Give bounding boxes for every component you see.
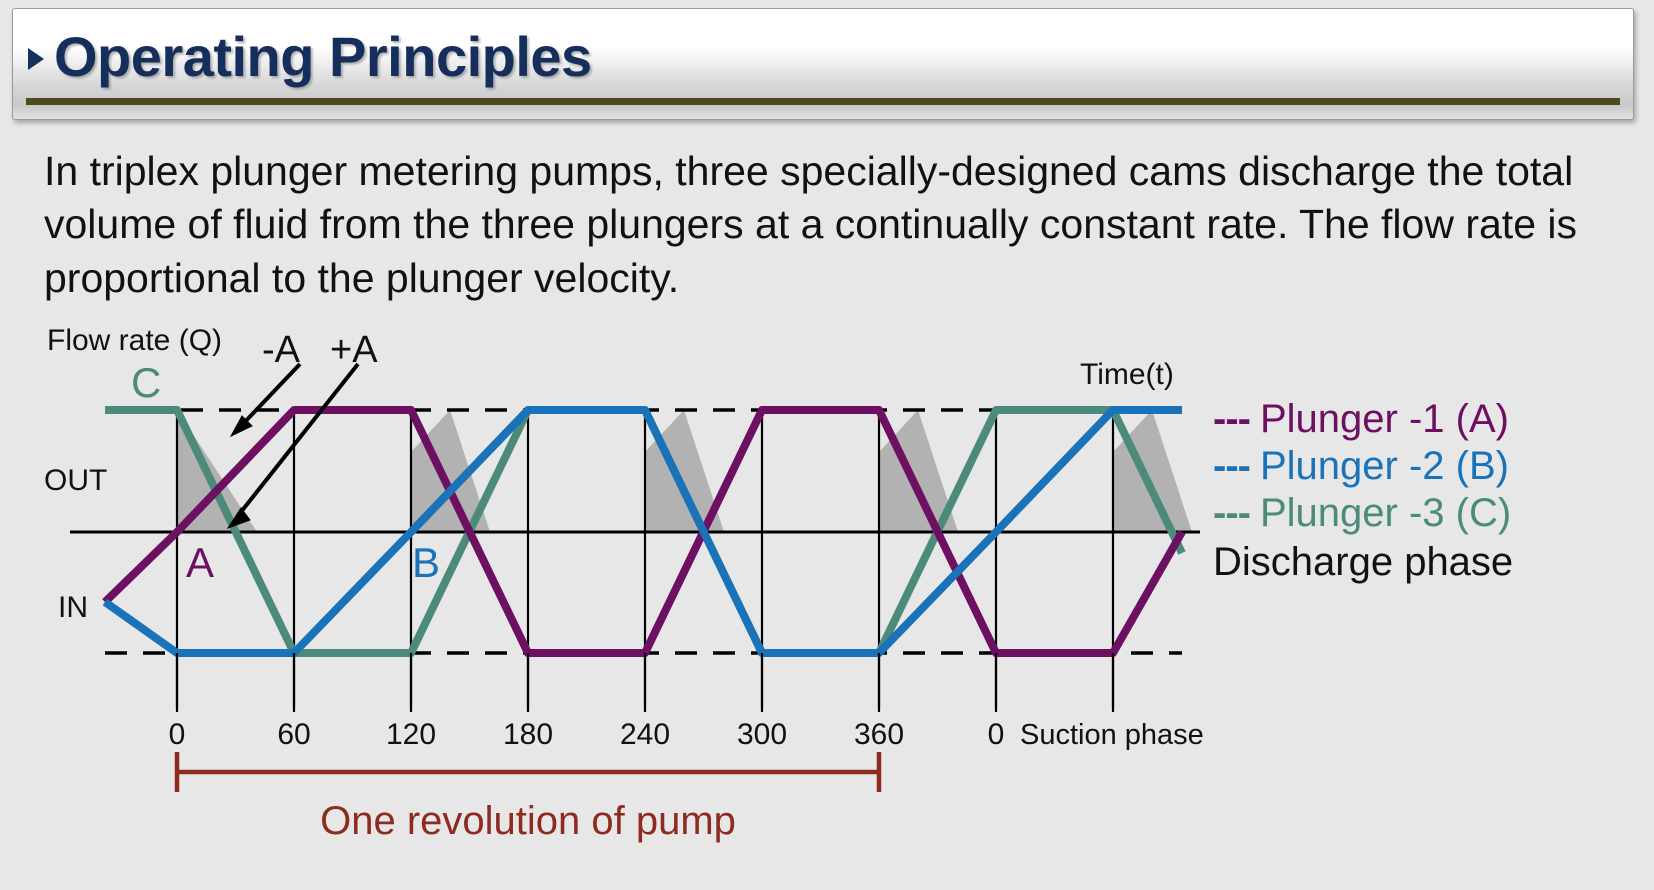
series-line-plunger-2 [102,406,1182,657]
dashed-line-icon: --- [1213,397,1251,441]
dashed-line-icon: --- [1213,491,1251,536]
legend-label: Plunger -1 (A) [1259,397,1509,441]
x-tick-label: 60 [277,718,310,751]
chart-svg: Flow rate (Q) Time(t) OUT IN -A +A C A B… [44,324,1204,843]
y-axis-title: Flow rate (Q) [47,324,222,357]
x-axis-title: Time(t) [1080,358,1174,391]
chart-legend: --- Plunger -1 (A) --- Plunger -2 (B) --… [1213,396,1643,585]
legend-label: Plunger -3 (C) [1259,491,1512,536]
x-axis-tick-labels: 0 60 120 180 240 300 360 0 [169,718,1005,751]
legend-item-plunger-2[interactable]: --- Plunger -2 (B) [1213,443,1643,490]
x-axis-ticks [175,653,1115,712]
x-tick-label: 300 [737,718,787,751]
one-revolution-bracket [174,752,882,792]
curve-label-b: B [412,539,440,586]
page-title: Operating Principles [54,25,592,88]
annotation-arrows [226,362,360,529]
flow-rate-chart: Flow rate (Q) Time(t) OUT IN -A +A C A B… [0,312,1260,890]
slide-title-row: Operating Principles [28,22,592,92]
series-line-plunger-2-tail [408,407,531,535]
discharge-phase-shading [177,410,1192,532]
curve-label-c: C [131,359,161,406]
one-revolution-label: One revolution of pump [320,799,736,843]
label-in: IN [58,591,88,624]
curve-label-a: A [186,539,214,586]
triangle-right-icon [28,48,44,70]
legend-item-plunger-3[interactable]: --- Plunger -3 (C) [1213,490,1643,537]
x-tick-label: 0 [169,718,186,751]
title-underline [26,98,1620,105]
label-minus-a: -A [262,329,301,371]
x-tick-label: 180 [503,718,553,751]
dashed-line-icon: --- [1213,444,1251,489]
label-out: OUT [44,464,107,497]
x-tick-label: 0 [988,718,1005,751]
suction-phase-label: Suction phase [1020,719,1204,751]
discharge-phase-label: Discharge phase [1213,539,1514,584]
x-tick-label: 120 [386,718,436,751]
body-paragraph: In triplex plunger metering pumps, three… [44,148,1577,301]
label-plus-a: +A [330,329,378,371]
legend-label: Plunger -2 (B) [1259,444,1509,489]
legend-item-plunger-1[interactable]: --- Plunger -1 (A) [1213,396,1643,443]
x-tick-label: 360 [854,718,904,751]
x-tick-label: 240 [620,718,670,751]
